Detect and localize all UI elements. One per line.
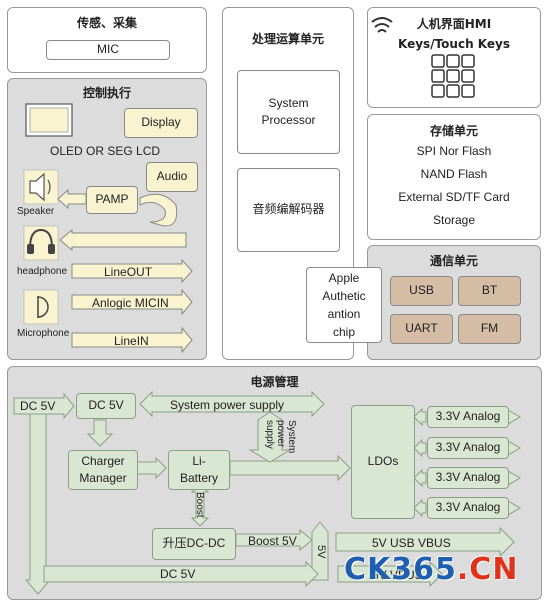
vbus-lower-label: 5V VBUS [372,568,423,582]
watermark-ck: CK365 [344,552,457,587]
boost-dcdc-box: 升压DC-DC [152,528,236,560]
analog-output-3: 3.3V Analog [427,467,509,489]
oled-label: OLED OR SEG LCD [50,144,161,158]
storage-item: SPI Nor Flash [416,144,492,158]
linein-label: LineIN [114,334,149,348]
analog-output-2: 3.3V Analog [427,437,509,459]
microphone-label: Microphone [17,328,70,339]
analog-output-4: 3.3V Analog [427,497,509,519]
headphone-label: headphone [17,266,68,277]
micin-label: Anlogic MICIN [92,296,169,310]
5v-vertical-label: 5V [315,545,327,559]
mic-box: MIC [46,40,170,60]
display-box: Display [124,108,198,138]
storage-item: External SD/TF Card [398,190,510,204]
watermark-cn: CN [469,552,519,587]
fm-box: FM [458,314,521,344]
sensing-title: 传感、采集 [76,16,137,30]
pamp-box: PAMP [86,186,138,214]
storage-title: 存储单元 [429,124,478,138]
usb-box: USB [390,276,453,306]
watermark-dot: . [456,552,470,587]
speaker-label: Speaker [17,206,55,217]
uart-box: UART [390,314,453,344]
battery-box: Li- Battery [168,450,230,490]
hmi-title: 人机界面HMI [416,17,492,31]
storage-item: NAND Flash [420,167,488,181]
storage-panel [367,114,541,240]
storage-item: Storage [432,213,476,227]
audio-box: Audio [146,162,198,192]
hmi-subtitle: Keys/Touch Keys [398,37,510,51]
analog-output-1: 3.3V Analog [427,406,509,428]
comm-title: 通信单元 [429,254,478,268]
boost-vertical-label: Boost [194,492,205,518]
processing-title: 处理运算单元 [251,32,324,46]
bt-box: BT [458,276,521,306]
charger-box: Charger Manager [68,450,138,490]
dc5v-bottom-label: DC 5V [160,567,196,581]
vertical-supply-label: System power supply [264,420,297,454]
usb-vbus-label: 5V USB VBUS [372,536,451,550]
power-title: 电源管理 [250,375,299,389]
ldos-box: LDOs [351,405,415,519]
system-processor-box: System Processor [237,70,340,154]
auth-chip-box: Apple Authetic antion chip [306,267,382,343]
boost5v-label: Boost 5V [248,534,297,548]
control-title: 控制执行 [82,86,131,100]
lineout-label: LineOUT [104,265,153,279]
dc5v-box: DC 5V [76,393,136,419]
dc5v-input-label: DC 5V [20,399,56,413]
watermark: CK365.CN [344,552,518,587]
system-power-label: System power supply [170,398,285,412]
codec-box: 音频编解码器 [237,168,340,252]
